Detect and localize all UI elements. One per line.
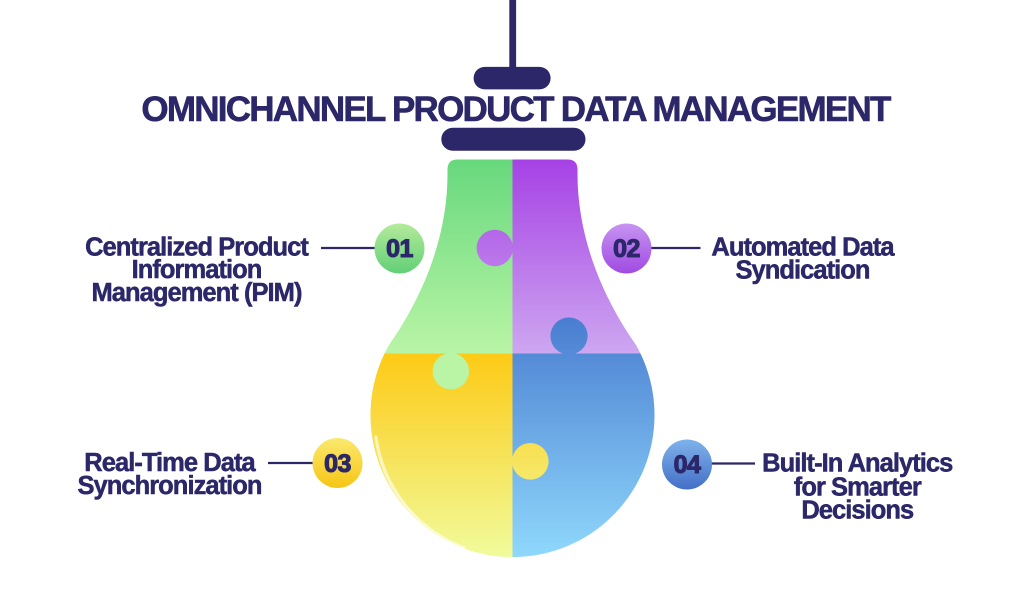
svg-text:Decisions: Decisions xyxy=(801,496,914,524)
svg-text:for Smarter: for Smarter xyxy=(794,473,922,501)
svg-text:Synchronization: Synchronization xyxy=(77,472,261,500)
svg-text:03: 03 xyxy=(324,450,351,478)
svg-text:Real-Time Data: Real-Time Data xyxy=(84,449,256,477)
svg-text:Automated Data: Automated Data xyxy=(711,234,895,262)
svg-text:OMNICHANNEL PRODUCT DATA MANAG: OMNICHANNEL PRODUCT DATA MANAGEMENT xyxy=(141,90,891,129)
svg-text:04: 04 xyxy=(674,451,701,479)
svg-text:Management (PIM): Management (PIM) xyxy=(91,279,302,307)
svg-text:Syndication: Syndication xyxy=(735,257,869,285)
svg-text:01: 01 xyxy=(386,235,413,263)
svg-text:Centralized Product: Centralized Product xyxy=(85,233,309,261)
svg-text:Information: Information xyxy=(132,256,262,284)
svg-text:Built-In Analytics: Built-In Analytics xyxy=(762,449,953,477)
svg-text:02: 02 xyxy=(613,235,640,263)
